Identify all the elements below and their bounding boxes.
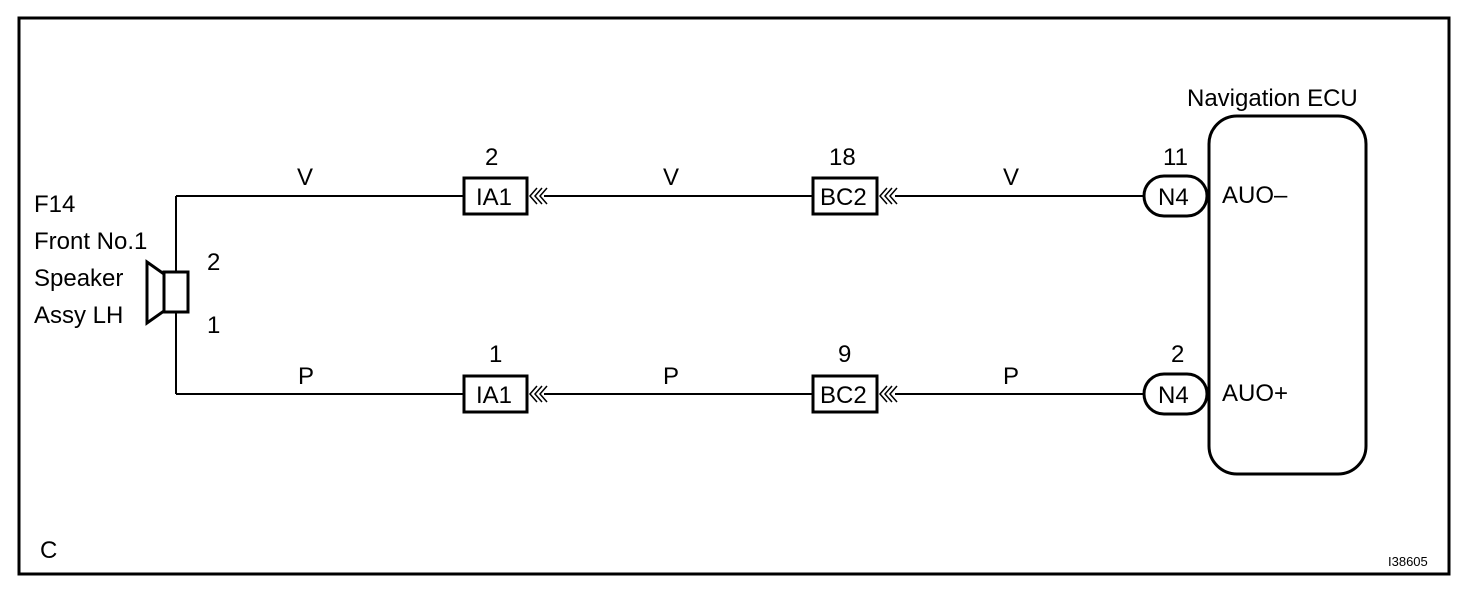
conn-bc2-top-box bbox=[811, 176, 879, 216]
speaker-pin-top: 2 bbox=[207, 249, 220, 276]
conn-ia1-bottom-label: IA1 bbox=[476, 382, 512, 409]
conn-bc2-bottom-label: BC2 bbox=[820, 382, 867, 409]
wire-bottom: P P P 1 IA1 9 BC2 2 N4 bbox=[176, 341, 1209, 416]
conn-n4-top-label: N4 bbox=[1158, 184, 1189, 211]
ecu-title: Navigation ECU bbox=[1187, 85, 1358, 112]
ecu-pin-bottom: AUO+ bbox=[1222, 380, 1288, 407]
corner-label: C bbox=[40, 537, 57, 564]
conn-bc2-bottom-chevrons bbox=[879, 385, 898, 403]
conn-ia1-top-label: IA1 bbox=[476, 184, 512, 211]
wire-top-color-2: V bbox=[663, 164, 679, 191]
wire-top: V V V 2 IA1 18 BC2 11 N4 bbox=[176, 144, 1209, 218]
wire-top-color-3: V bbox=[1003, 164, 1019, 191]
conn-ia1-top-pin: 2 bbox=[485, 144, 498, 171]
conn-ia1-top-chevrons bbox=[529, 187, 548, 205]
conn-n4-bottom-pin: 2 bbox=[1171, 341, 1184, 368]
speaker-name-line-1: Front No.1 bbox=[34, 228, 147, 255]
conn-bc2-bottom-pin: 9 bbox=[838, 341, 851, 368]
conn-ia1-bottom-pin: 1 bbox=[489, 341, 502, 368]
conn-bc2-top-label: BC2 bbox=[820, 184, 867, 211]
conn-bc2-bottom-box bbox=[811, 374, 879, 414]
conn-bc2-top-chevrons bbox=[879, 187, 898, 205]
ecu-box bbox=[1207, 114, 1368, 476]
speaker-pin-bottom: 1 bbox=[207, 312, 220, 339]
conn-n4-bottom-label: N4 bbox=[1158, 382, 1189, 409]
conn-n4-top-pin: 11 bbox=[1163, 144, 1188, 171]
speaker-name-line-3: Assy LH bbox=[34, 302, 123, 329]
wire-top-color-1: V bbox=[297, 164, 313, 191]
wire-bottom-color-2: P bbox=[663, 363, 679, 390]
wire-bottom-color-1: P bbox=[298, 363, 314, 390]
conn-n4-top-pill bbox=[1142, 174, 1209, 218]
speaker-icon bbox=[145, 259, 190, 326]
conn-ia1-bottom-chevrons bbox=[529, 385, 548, 403]
conn-bc2-top-pin: 18 bbox=[829, 144, 856, 171]
ecu-pin-top: AUO– bbox=[1222, 182, 1288, 209]
speaker-code: F14 bbox=[34, 191, 75, 218]
speaker-name-line-2: Speaker bbox=[34, 265, 123, 292]
wire-bottom-color-3: P bbox=[1003, 363, 1019, 390]
conn-ia1-bottom-box bbox=[462, 374, 529, 414]
figure-id: I38605 bbox=[1388, 554, 1428, 569]
conn-ia1-top-box bbox=[462, 176, 529, 216]
diagram-frame bbox=[17, 16, 1451, 576]
conn-n4-bottom-pill bbox=[1142, 372, 1209, 416]
